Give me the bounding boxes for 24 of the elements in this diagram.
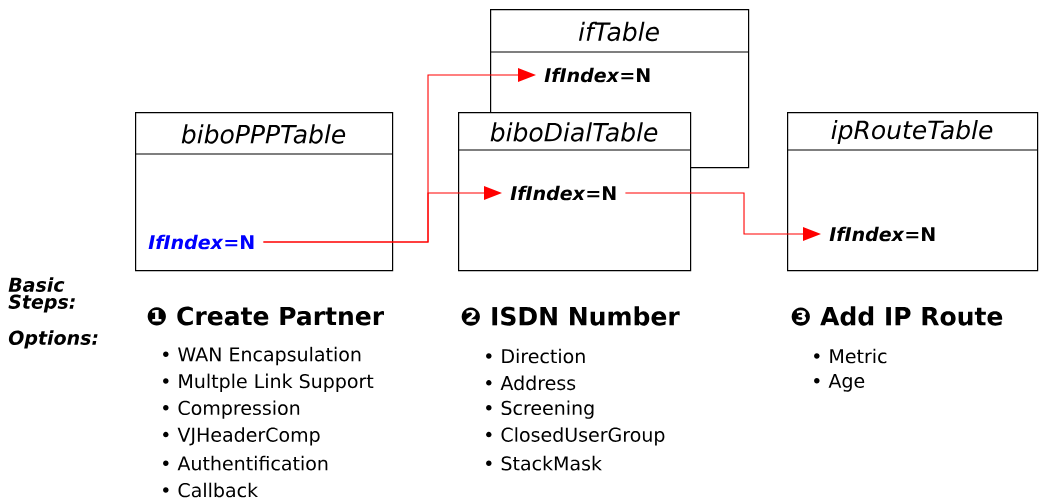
step-heading: ❸ Add IP Route <box>791 306 1003 326</box>
arrow <box>262 186 502 243</box>
option-item: • Age <box>814 373 865 392</box>
row-heading: Options: <box>8 330 98 349</box>
field-label: IfIndex=N <box>148 234 254 250</box>
option-item: • Callback <box>163 482 258 498</box>
option-item: • Address <box>486 375 576 391</box>
option-item: • Screening <box>486 400 594 419</box>
arrow <box>624 192 821 241</box>
option-item: • Authentification <box>163 455 328 471</box>
step-heading: ❶ Create Partner <box>147 306 384 326</box>
option-item: • StackMask <box>486 455 602 471</box>
step-heading: ❷ ISDN Number <box>461 306 680 326</box>
field-label: IfIndex=N <box>510 185 616 201</box>
option-item: • VJHeaderComp <box>163 427 320 446</box>
field-label: IfIndex=N <box>544 67 650 83</box>
option-item: • Direction <box>486 348 585 364</box>
option-item: • ClosedUserGroup <box>486 427 665 446</box>
option-item: • WAN Encapsulation <box>163 346 361 366</box>
row-heading: Basic Steps: <box>8 277 75 313</box>
option-item: • Multple Link Support <box>163 373 374 392</box>
option-item: • Metric <box>814 348 887 364</box>
option-item: • Compression <box>163 400 300 419</box>
field-label: IfIndex=N <box>829 226 935 242</box>
